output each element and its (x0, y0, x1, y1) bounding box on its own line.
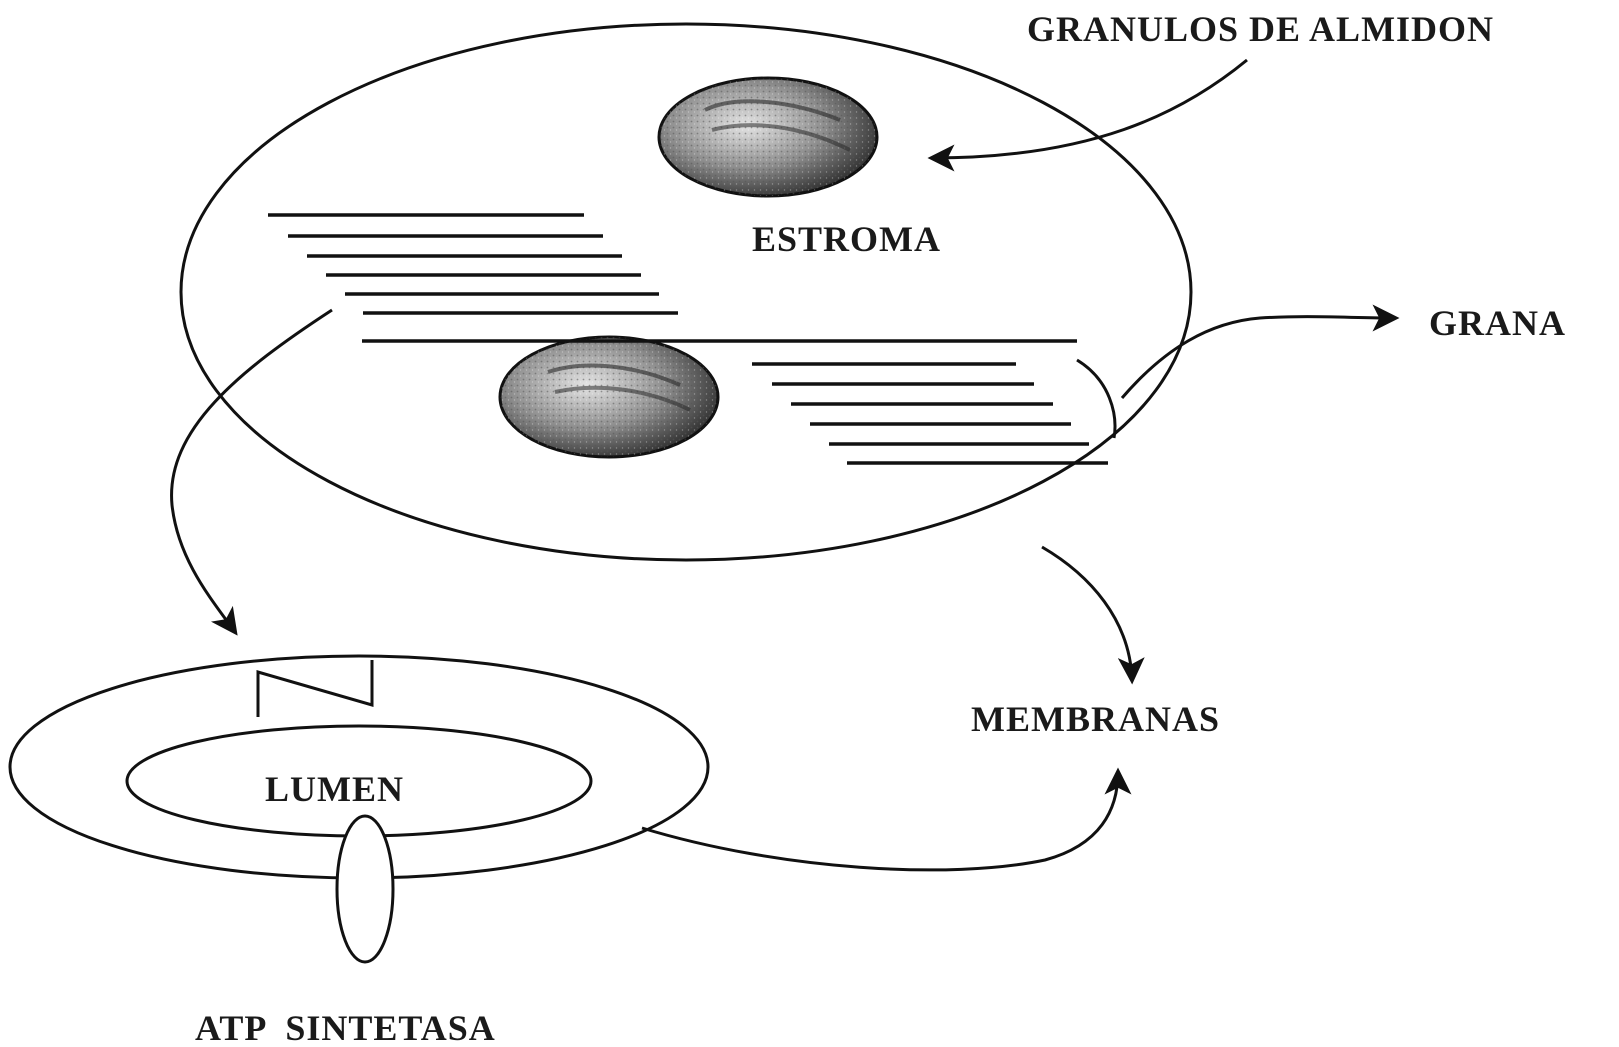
envelope-membranes-arrow (1042, 547, 1132, 680)
atp-synthase (337, 816, 393, 962)
stroma-label: ESTROMA (752, 219, 941, 259)
membranes-label: MEMBRANAS (971, 699, 1220, 739)
atp-synthase-label: ATP SINTETASA (195, 1008, 496, 1047)
starch-granules-label: GRANULOS DE ALMIDON (1027, 9, 1494, 49)
grana-arrow (1122, 317, 1395, 398)
starch-granule-top (659, 78, 877, 196)
starch-granule-middle (500, 337, 718, 457)
grana-stack-lower (752, 364, 1108, 463)
thylakoid-membranes-arrow (642, 772, 1118, 870)
lumen-label: LUMEN (265, 769, 404, 809)
grana-bracket (1077, 360, 1115, 438)
grana-stack-upper (268, 215, 678, 313)
membrane-protein-z (258, 660, 372, 717)
grana-label: GRANA (1429, 303, 1566, 343)
